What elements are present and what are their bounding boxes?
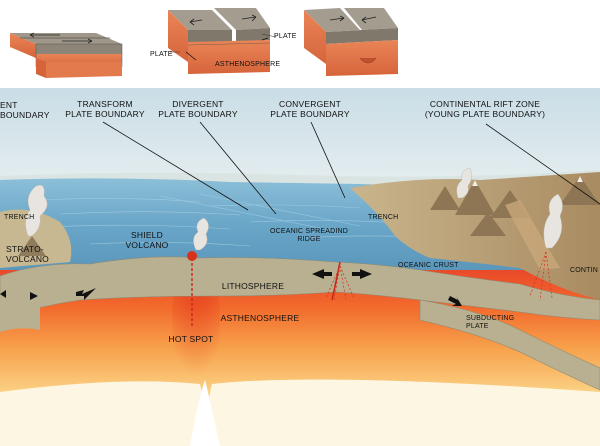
rift-magma xyxy=(529,251,553,301)
volcano-smoke xyxy=(25,167,563,251)
plate-motion-arrows xyxy=(0,269,462,306)
divergent-boundary-callout: DIVERGENT PLATE BOUNDARY xyxy=(150,99,246,119)
transform-block-diagram xyxy=(10,32,123,78)
sky xyxy=(0,88,600,188)
block-plate-label: PLATE xyxy=(150,51,173,58)
ridge-line1: OCEANIC SPREADIND xyxy=(269,228,349,235)
block-plate-label-right: PLATE xyxy=(274,33,297,40)
ridge-label: OCEANIC SPREADIND RIDGE xyxy=(254,228,364,244)
shield-volcano-label: SHIELD VOLCANO xyxy=(120,230,174,250)
hot-spot-label: HOT SPOT xyxy=(168,334,214,344)
convergent-line1: CONVERGENT xyxy=(279,99,341,109)
ridge-line2: RIDGE xyxy=(297,236,321,243)
trench-right-label: TRENCH xyxy=(368,214,399,221)
oceanic-crust-label: OCEANIC CRUST xyxy=(398,262,459,269)
subducting-line2: PLATE xyxy=(466,323,489,330)
rift-zone-callout: CONTINENTAL RIFT ZONE (YOUNG PLATE BOUND… xyxy=(408,99,562,119)
cut-off-line1: ENT xyxy=(0,100,18,110)
asthenosphere-label: ASTHENOSPHERE xyxy=(220,313,300,323)
divergent-line2: PLATE BOUNDARY xyxy=(158,109,238,119)
strato-line1: STRATO- xyxy=(6,244,44,254)
transform-boundary-callout: TRANSFORM PLATE BOUNDARY xyxy=(60,99,150,119)
rift-line2: (YOUNG PLATE BOUNDARY) xyxy=(424,109,546,119)
convergent-boundary-callout: CONVERGENT PLATE BOUNDARY xyxy=(262,99,358,119)
strato-line2: VOLCANO xyxy=(6,254,49,264)
transform-line2: PLATE BOUNDARY xyxy=(65,109,145,119)
subducting-plate xyxy=(419,299,600,391)
cut-off-boundary-callout: ENT BOUNDARY xyxy=(0,100,50,120)
rift-line1: CONTINENTAL RIFT ZONE xyxy=(429,99,541,109)
transform-line1: TRANSFORM xyxy=(77,99,133,109)
lithosphere-label: LITHOSPHERE xyxy=(221,281,285,291)
shield-line2: VOLCANO xyxy=(125,240,169,250)
continental-label: CONTIN xyxy=(570,267,599,274)
callout-leaders xyxy=(102,37,600,215)
convergent-block-diagram xyxy=(304,8,398,76)
subducting-line1: SUBDUCTING xyxy=(466,315,515,322)
convergent-line2: PLATE BOUNDARY xyxy=(270,109,350,119)
shield-line1: SHIELD xyxy=(131,230,163,240)
cut-off-line2: BOUNDARY xyxy=(0,110,50,120)
volcanic-arc-land xyxy=(0,209,72,268)
lithosphere-layer xyxy=(0,256,600,321)
ridge-magma xyxy=(325,261,355,301)
trench-left-label: TRENCH xyxy=(4,214,35,221)
divergent-block-diagram xyxy=(168,8,277,74)
strato-volcano-label: STRATO- VOLCANO xyxy=(6,244,49,264)
block-asthenosphere-label: ASTHENOSPHERE xyxy=(215,61,281,68)
subducting-plate-label: SUBDUCTING PLATE xyxy=(466,315,514,331)
divergent-line1: DIVERGENT xyxy=(172,99,224,109)
